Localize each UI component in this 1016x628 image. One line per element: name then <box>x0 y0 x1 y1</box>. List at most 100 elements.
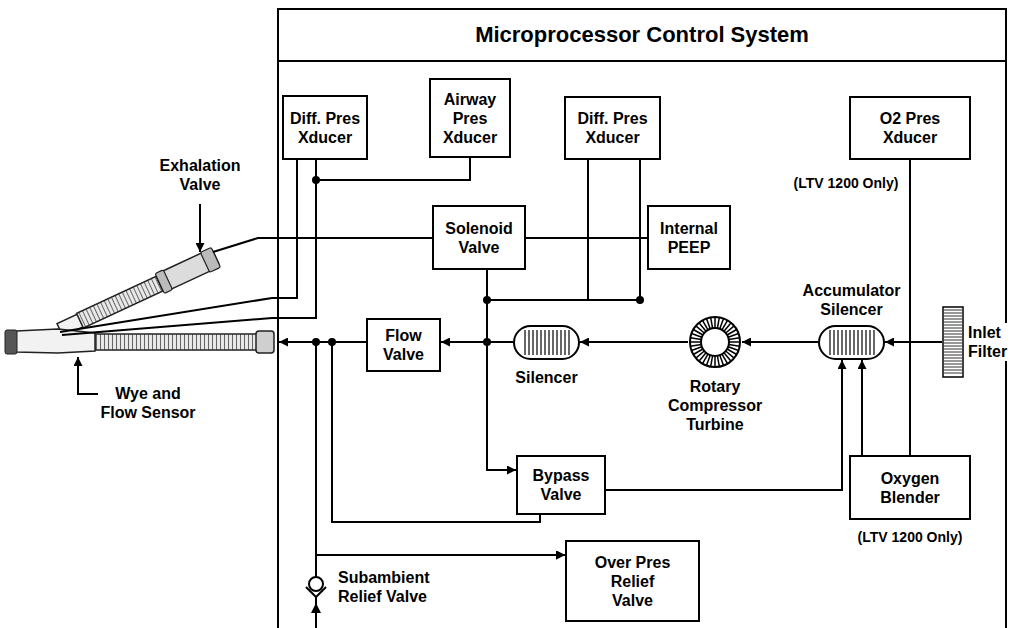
valve-cuff <box>155 270 172 294</box>
hatch-line <box>944 319 962 320</box>
callout-label: Exhalation Valve <box>155 156 245 194</box>
hatch-line <box>544 330 545 355</box>
hatch-line <box>849 330 850 355</box>
limb-cuff <box>256 331 274 353</box>
turbine-fin <box>690 338 701 340</box>
callout-label: Wye and Flow Sensor <box>98 384 198 422</box>
hatch-line <box>944 310 962 311</box>
node-label: Silencer <box>495 368 599 387</box>
turbine-symbol: Rotary Compressor Turbine <box>688 315 742 369</box>
node-label: Oxygen Blender <box>856 469 964 507</box>
hatch-line <box>861 330 862 355</box>
hatch-line <box>568 330 569 355</box>
check-valve-ball <box>309 577 323 591</box>
symbol-outline <box>513 325 580 360</box>
node-label: Diff. Pres Xducer <box>571 109 654 147</box>
hatch-line <box>944 322 962 323</box>
hatch-line <box>524 330 525 355</box>
text-holder: Diff. Pres Xducer <box>571 109 654 147</box>
text-holder: Solenoid Valve <box>439 219 519 257</box>
callout-label: (LTV 1200 Only) <box>858 529 963 546</box>
hatch-line <box>944 352 962 353</box>
turbine-fin <box>714 356 716 367</box>
turbine-fin <box>717 356 719 367</box>
node-label: Accumulator Silencer <box>800 281 904 319</box>
silencer-symbol: Accumulator Silencer <box>818 325 885 360</box>
silencer-outline <box>819 326 884 359</box>
hatch-line <box>944 340 962 341</box>
check-valve-seat <box>306 587 326 597</box>
hatch-line <box>944 367 962 368</box>
flow-line <box>487 342 516 470</box>
silencer-symbol: Silencer <box>513 325 580 360</box>
hatch-line <box>944 358 962 359</box>
turbine-fin <box>692 347 702 351</box>
hatch-line <box>944 331 962 332</box>
hatch-line <box>556 330 557 355</box>
hatch-line <box>944 316 962 317</box>
hatch-line <box>944 373 962 374</box>
text-holder: Bypass Valve <box>523 466 599 504</box>
text-holder: Diff. Pres Xducer <box>289 109 361 147</box>
node-label: Airway Pres Xducer <box>436 90 504 147</box>
symbol-outline <box>818 325 885 360</box>
hatch-line <box>944 343 962 344</box>
hatch-line <box>944 364 962 365</box>
text-holder: Oxygen Blender <box>856 469 964 507</box>
flow-line <box>487 270 513 342</box>
text-holder: Over Pres Relief Valve <box>591 553 675 610</box>
symbol-outline <box>688 315 742 369</box>
flow-line <box>316 158 470 180</box>
component-box: Internal PEEP <box>647 205 731 270</box>
flow-line <box>526 237 647 239</box>
node-label: O2 Pres Xducer <box>856 109 964 147</box>
text-holder: Internal PEEP <box>654 219 724 257</box>
callout-label: (LTV 1200 Only) <box>794 175 899 192</box>
turbine-fin <box>690 341 701 343</box>
text-holder: Subambient Relief Valve <box>338 568 442 606</box>
node-label: Bypass Valve <box>523 466 599 504</box>
turbine-fin <box>711 356 713 367</box>
expiratory-limb <box>55 247 220 340</box>
expiratory-tube <box>77 276 164 328</box>
flow-line <box>606 360 842 490</box>
node-label: Over Pres Relief Valve <box>591 553 675 610</box>
turbine-fin <box>714 317 716 328</box>
flow-line <box>580 341 688 343</box>
hatch-line <box>944 370 962 371</box>
inspiratory-limb <box>95 334 260 350</box>
text-holder: Accumulator Silencer <box>800 281 904 319</box>
text-holder: Silencer <box>495 368 599 387</box>
hatch-line <box>944 346 962 347</box>
flow-line <box>742 341 818 343</box>
hatch-line <box>944 349 962 350</box>
text-holder: Airway Pres Xducer <box>436 90 504 147</box>
text-holder: Flow Valve <box>373 326 434 364</box>
text-holder: O2 Pres Xducer <box>856 109 964 147</box>
hatch-line <box>944 361 962 362</box>
text-holder: (LTV 1200 Only) <box>854 528 966 546</box>
turbine-ring <box>690 317 740 367</box>
hatch-line <box>837 330 838 355</box>
turbine-fin <box>729 341 740 343</box>
text-holder: Inlet Filter <box>968 323 1012 361</box>
node-label: Flow Valve <box>373 326 434 364</box>
wye-tip <box>5 330 17 354</box>
silencer-outline <box>514 326 579 359</box>
hatch-line <box>841 330 842 355</box>
relief-line <box>315 555 317 577</box>
hatch-line <box>944 325 962 326</box>
hatch-line <box>944 355 962 356</box>
filter-outline <box>943 307 963 377</box>
node-label: Internal PEEP <box>654 219 724 257</box>
text-holder: (LTV 1200 Only) <box>790 174 902 192</box>
text-holder: Exhalation Valve <box>155 156 245 194</box>
turbine-fin <box>711 317 713 328</box>
component-box: Airway Pres Xducer <box>429 78 511 158</box>
turbine-fin <box>717 317 719 328</box>
turbine-fin <box>706 319 710 329</box>
hatch-line <box>532 330 533 355</box>
turbine-fin <box>729 338 740 340</box>
hatch-line <box>833 330 834 355</box>
sense-line <box>587 160 589 300</box>
